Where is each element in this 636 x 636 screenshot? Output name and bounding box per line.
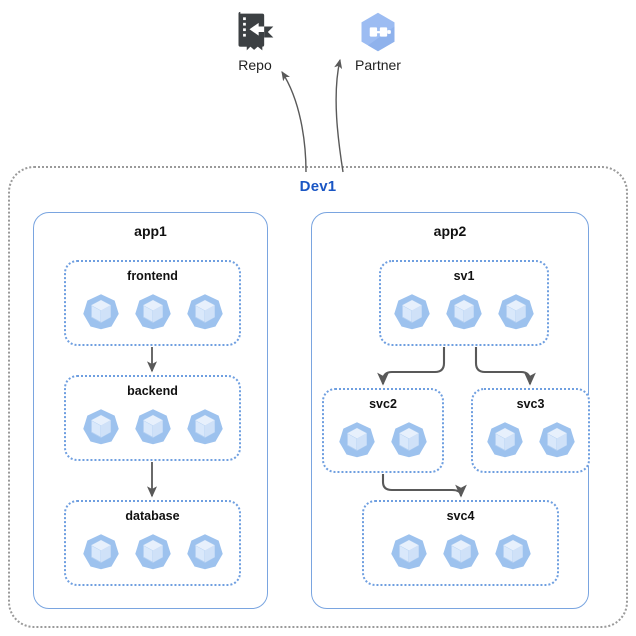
app-title: app2 bbox=[433, 223, 467, 239]
service-group-label: database bbox=[125, 509, 180, 523]
service-group-label: frontend bbox=[127, 269, 178, 283]
repo-icon bbox=[238, 11, 274, 51]
pod-row bbox=[473, 420, 588, 460]
region-dev1[interactable]: Dev1 bbox=[8, 166, 628, 628]
service-group-database[interactable]: database bbox=[64, 500, 241, 586]
pod-icon bbox=[493, 532, 533, 572]
external-node-repo[interactable]: Repo bbox=[210, 10, 300, 73]
pod-row bbox=[66, 292, 239, 332]
pod-icon bbox=[496, 292, 536, 332]
pod-icon bbox=[441, 532, 481, 572]
service-group-label: backend bbox=[127, 384, 178, 398]
service-group-frontend[interactable]: frontend bbox=[64, 260, 241, 346]
pod-icon bbox=[392, 292, 432, 332]
service-group-svc3[interactable]: svc3 bbox=[471, 388, 590, 473]
pod-icon bbox=[185, 292, 225, 332]
service-group-backend[interactable]: backend bbox=[64, 375, 241, 461]
pod-icon bbox=[537, 420, 577, 460]
pod-icon bbox=[133, 532, 173, 572]
pod-icon bbox=[81, 407, 121, 447]
service-group-label: svc2 bbox=[369, 397, 397, 411]
service-group-label: sv1 bbox=[453, 269, 475, 283]
external-node-partner[interactable]: Partner bbox=[333, 10, 423, 73]
pod-row bbox=[324, 420, 442, 460]
external-node-label: Repo bbox=[238, 57, 272, 73]
service-group-label: svc4 bbox=[446, 509, 475, 523]
service-group-label: svc3 bbox=[516, 397, 545, 411]
connector-dev1-repo bbox=[281, 71, 307, 173]
service-group-svc4[interactable]: svc4 bbox=[362, 500, 559, 586]
service-group-sv1[interactable]: sv1 bbox=[379, 260, 549, 346]
pod-row bbox=[364, 532, 557, 572]
pod-icon bbox=[185, 407, 225, 447]
app-title: app1 bbox=[134, 223, 167, 239]
service-group-svc2[interactable]: svc2 bbox=[322, 388, 444, 473]
pod-icon bbox=[133, 407, 173, 447]
region-title: Dev1 bbox=[299, 178, 337, 195]
pod-row bbox=[381, 292, 547, 332]
pod-icon bbox=[133, 292, 173, 332]
pod-icon bbox=[389, 532, 429, 572]
pod-icon bbox=[444, 292, 484, 332]
pod-icon bbox=[389, 420, 429, 460]
pod-row bbox=[66, 532, 239, 572]
pod-icon bbox=[81, 532, 121, 572]
partner-hexagon-icon bbox=[361, 12, 395, 52]
pod-icon bbox=[185, 532, 225, 572]
pod-icon bbox=[485, 420, 525, 460]
pod-icon bbox=[337, 420, 377, 460]
pod-row bbox=[66, 407, 239, 447]
connector-dev1-partner bbox=[334, 58, 344, 173]
external-node-label: Partner bbox=[355, 57, 401, 73]
pod-icon bbox=[81, 292, 121, 332]
